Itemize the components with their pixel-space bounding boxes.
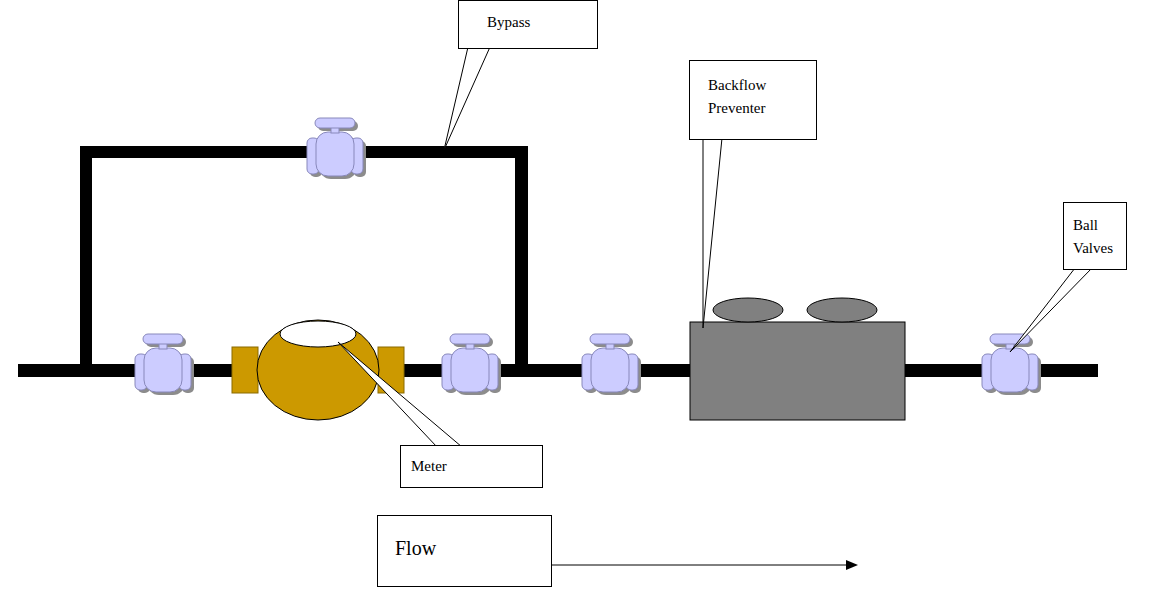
callout-text: Meter (411, 455, 536, 478)
callout-box: Meter (400, 445, 543, 488)
callout-box: Backflow Preventer (689, 60, 817, 140)
callout-text: Flow (395, 533, 545, 564)
flow-arrow (552, 560, 858, 570)
callout-box: Ball Valves (1063, 202, 1127, 270)
callout-text: Bypass (487, 11, 591, 34)
flow-box: Flow (377, 515, 552, 587)
backflow-preventer-symbol (690, 298, 905, 420)
callout-text: Ball Valves (1073, 214, 1122, 261)
meter-symbol (232, 320, 404, 420)
callout-tails (338, 47, 1092, 447)
callout-text: Backflow Preventer (708, 74, 806, 121)
callout-box: Bypass (458, 0, 598, 49)
ball-valve-symbols (135, 118, 1041, 395)
